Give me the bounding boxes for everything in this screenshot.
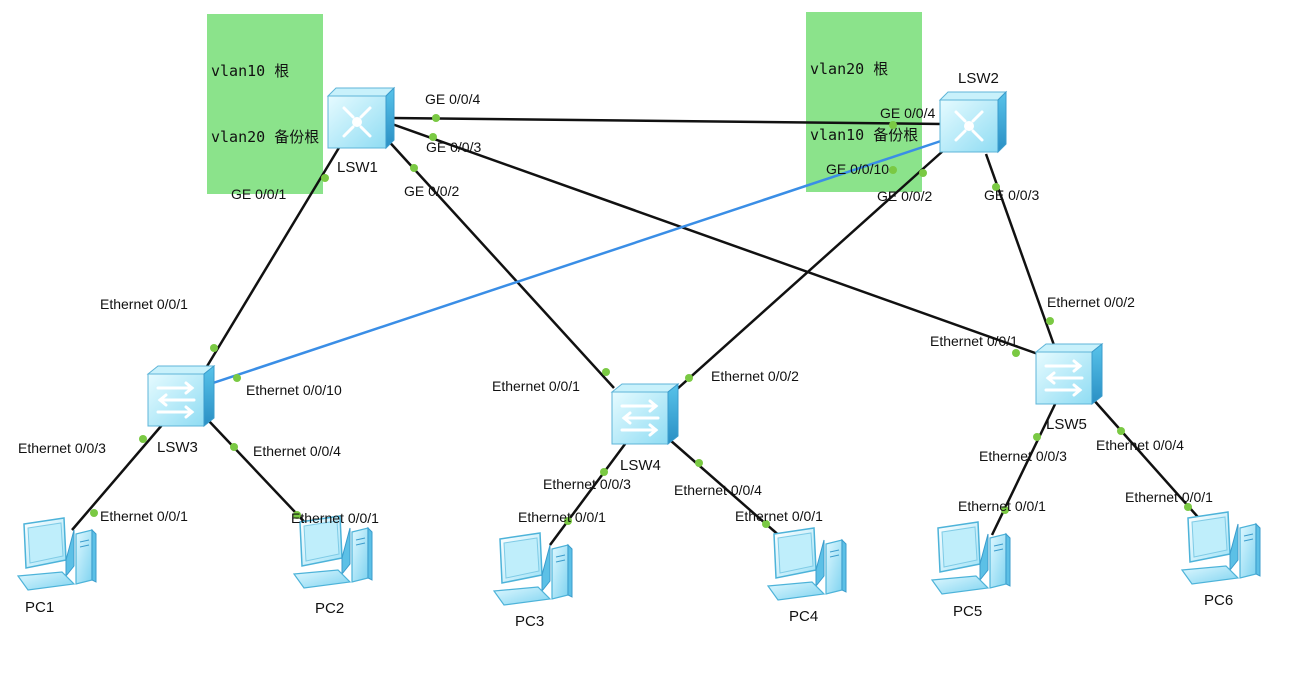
port-dot (1046, 317, 1054, 325)
lsw2-switch-icon[interactable] (938, 90, 1008, 154)
lsw1-root-note: vlan10 根 vlan20 备份根 (207, 14, 324, 194)
port-dot (1117, 427, 1125, 435)
port-dot (1012, 349, 1020, 357)
port-label-lsw2-ge0010: GE 0/0/10 (826, 161, 889, 177)
port-label-lsw5-eth004: Ethernet 0/0/4 (1096, 437, 1184, 453)
port-dot (1001, 506, 1009, 514)
port-dot (992, 183, 1000, 191)
port-dot (1033, 433, 1041, 441)
device-label-pc2: PC2 (315, 600, 344, 617)
port-label-pc5-eth001: Ethernet 0/0/1 (958, 498, 1046, 514)
port-label-lsw2-ge003: GE 0/0/3 (984, 187, 1039, 203)
port-label-pc6-eth001: Ethernet 0/0/1 (1125, 489, 1213, 505)
port-label-lsw1-ge003: GE 0/0/3 (426, 139, 481, 155)
port-label-lsw3-eth001: Ethernet 0/0/1 (100, 296, 188, 312)
port-dot (233, 374, 241, 382)
port-label-lsw5-eth002: Ethernet 0/0/2 (1047, 294, 1135, 310)
port-label-lsw2-ge004: GE 0/0/4 (880, 105, 935, 121)
device-label-lsw3: LSW3 (157, 439, 198, 456)
note-line: vlan20 根 (810, 60, 889, 78)
device-label-lsw2: LSW2 (958, 70, 999, 87)
device-label-pc5: PC5 (953, 603, 982, 620)
device-label-pc3: PC3 (515, 613, 544, 630)
device-label-lsw4: LSW4 (620, 457, 661, 474)
lsw3-switch-icon[interactable] (146, 364, 216, 428)
port-label-pc2-eth001: Ethernet 0/0/1 (291, 510, 379, 526)
lsw2-root-note: vlan20 根 vlan10 备份根 (806, 12, 923, 192)
pc3-computer-icon[interactable] (493, 532, 573, 606)
port-label-lsw4-eth001: Ethernet 0/0/1 (492, 378, 580, 394)
device-label-pc1: PC1 (25, 599, 54, 616)
port-label-lsw4-eth003: Ethernet 0/0/3 (543, 476, 631, 492)
port-dot (210, 344, 218, 352)
pc1-computer-icon[interactable] (17, 517, 97, 591)
note-line: vlan10 根 (211, 62, 290, 80)
note-line: vlan10 备份根 (810, 126, 919, 144)
link-lsw1-lsw2 (391, 116, 943, 126)
port-dot (429, 133, 437, 141)
link-lsw4-pc3 (548, 439, 630, 546)
port-dot (230, 443, 238, 451)
link-lsw1-lsw4 (383, 135, 615, 389)
port-label-pc3-eth001: Ethernet 0/0/1 (518, 509, 606, 525)
port-label-lsw3-eth004: Ethernet 0/0/4 (253, 443, 341, 459)
port-dot (889, 121, 897, 129)
port-dot (1184, 503, 1192, 511)
port-label-pc4-eth001: Ethernet 0/0/1 (735, 508, 823, 524)
port-label-lsw5-eth001: Ethernet 0/0/1 (930, 333, 1018, 349)
port-dot (293, 511, 301, 519)
port-label-lsw3-eth003: Ethernet 0/0/3 (18, 440, 106, 456)
port-dot (432, 114, 440, 122)
port-dot (600, 468, 608, 476)
port-label-lsw5-eth003: Ethernet 0/0/3 (979, 448, 1067, 464)
link-lsw1-lsw5 (391, 122, 1039, 356)
port-label-lsw1-ge002: GE 0/0/2 (404, 183, 459, 199)
device-label-pc4: PC4 (789, 608, 818, 625)
port-label-lsw1-ge004: GE 0/0/4 (425, 91, 480, 107)
port-dot (321, 174, 329, 182)
link-lsw2-lsw3-highlight (209, 136, 951, 386)
pc6-computer-icon[interactable] (1181, 511, 1261, 585)
port-label-lsw1-ge001: GE 0/0/1 (231, 186, 286, 202)
port-label-lsw3-eth0010: Ethernet 0/0/10 (246, 382, 342, 398)
port-label-lsw4-eth004: Ethernet 0/0/4 (674, 482, 762, 498)
port-dot (685, 374, 693, 382)
port-dot (602, 368, 610, 376)
pc4-computer-icon[interactable] (767, 527, 847, 601)
link-lsw3-pc2 (207, 419, 313, 531)
port-dot (90, 509, 98, 517)
device-label-pc6: PC6 (1204, 592, 1233, 609)
pc2-computer-icon[interactable] (293, 515, 373, 589)
port-dot (919, 169, 927, 177)
port-dot (139, 435, 147, 443)
link-lsw3-pc1 (71, 417, 169, 531)
port-dot (762, 520, 770, 528)
port-label-lsw4-eth002: Ethernet 0/0/2 (711, 368, 799, 384)
link-lsw2-lsw4 (675, 149, 945, 391)
note-line: vlan20 备份根 (211, 128, 320, 146)
lsw5-switch-icon[interactable] (1034, 342, 1104, 406)
port-dot (410, 164, 418, 172)
device-label-lsw5: LSW5 (1046, 416, 1087, 433)
port-dot (695, 459, 703, 467)
lsw4-switch-icon[interactable] (610, 382, 680, 446)
link-lsw1-lsw3 (204, 145, 342, 369)
lsw1-switch-icon[interactable] (326, 86, 396, 150)
port-dot (564, 517, 572, 525)
port-label-pc1-eth001: Ethernet 0/0/1 (100, 508, 188, 524)
port-label-lsw2-ge002: GE 0/0/2 (877, 188, 932, 204)
device-label-lsw1: LSW1 (337, 159, 378, 176)
pc5-computer-icon[interactable] (931, 521, 1011, 595)
port-dot (889, 166, 897, 174)
